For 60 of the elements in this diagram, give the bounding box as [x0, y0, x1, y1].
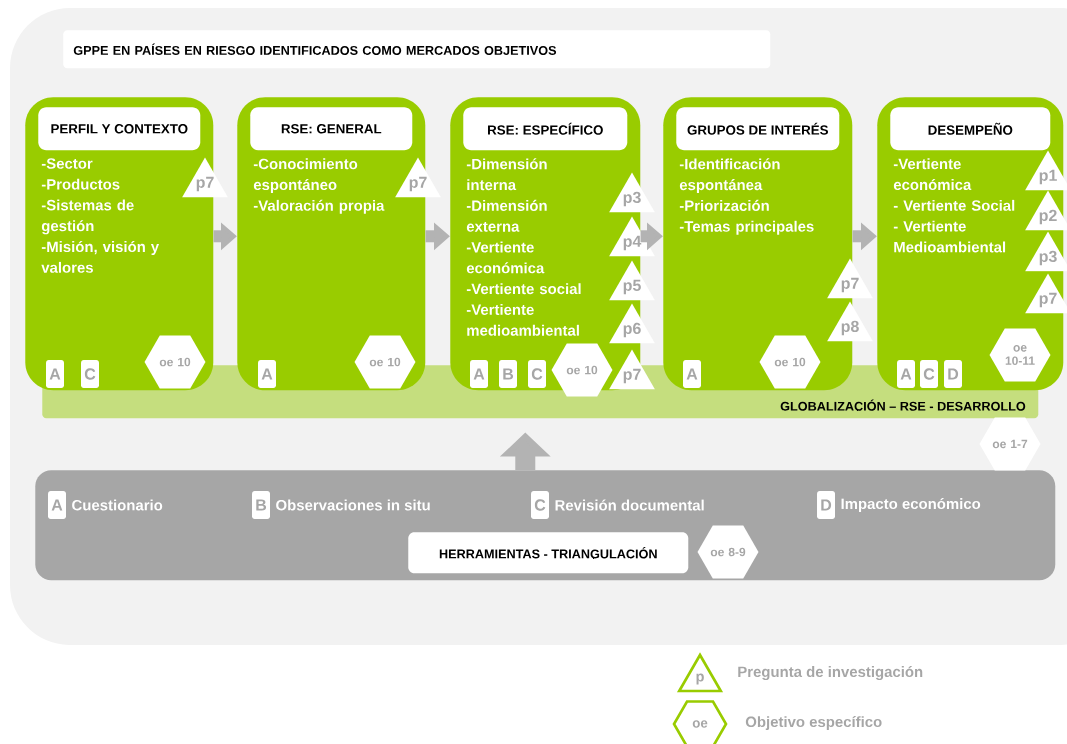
hexagon-badge: oe 10 [354, 335, 416, 389]
letter-badge: A [258, 360, 276, 388]
tool-label: Revisión documental [555, 499, 704, 511]
bullet-list: -Vertiente económica - Vertiente Social - Vertiente Medioambiental [893, 158, 1015, 253]
tool-label: Cuestionario [72, 499, 163, 511]
letter-badge: D [944, 360, 962, 388]
triangle-badge: p6 [609, 303, 655, 344]
heading-box: RSE: ESPECÍFICO [463, 107, 628, 151]
letter-badge: C [528, 360, 546, 388]
node-label: -Sector [41, 158, 93, 169]
triangle-badge: p8 [827, 301, 873, 342]
letter-badge: D [817, 491, 835, 519]
heading-box: GRUPOS DE INTERÉS [676, 107, 840, 151]
triangle-badge: p7 [182, 157, 228, 198]
letter-badge: C [920, 360, 938, 388]
hexagon-badge: oe 10 [759, 335, 821, 389]
bullet-list: -Dimensión interna -Dimensión externa -Vertiente económica -Vertiente social -Vertiente medioambiental [466, 158, 581, 336]
triangle-badge: p7 [827, 258, 873, 299]
heading-box: PERFIL Y CONTEXTO [38, 107, 201, 151]
node-label: -Dimensión externa [466, 199, 547, 232]
triangle-badge: p2 [1025, 190, 1067, 231]
node-label: -Productos [41, 178, 120, 190]
node-label: -Misión, visión y valores [41, 240, 160, 273]
tool-label: Impacto económico [841, 498, 981, 513]
legend-label: Objetivo específico [745, 716, 882, 731]
tool-label: Observaciones in situ [276, 499, 430, 511]
triangle-badge: p7 [609, 349, 655, 390]
triangle-badge: p3 [609, 172, 655, 213]
heading-box: HERRAMIENTAS - TRIANGULACIÓN [408, 532, 689, 574]
hexagon-badge: oe 8-9 [697, 525, 759, 579]
letter-badge: A [470, 360, 488, 388]
node-label: -Vertiente social [466, 283, 581, 295]
triangle-badge: p7 [395, 157, 441, 198]
bullet-list: -Sector -Productos -Sistemas de gestión -Misión, visión y valores [41, 158, 159, 273]
letter-badge: C [81, 360, 99, 388]
letter-badge: A [46, 360, 64, 388]
band-label: GLOBALIZACIÓN – RSE - DESARROLLO [780, 399, 1026, 411]
triangle-badge: p1 [1025, 150, 1067, 191]
triangle-badge: p5 [609, 260, 655, 301]
triangle-badge: p3 [1025, 231, 1067, 272]
letter-badge: C [531, 491, 549, 519]
letter-badge: B [252, 491, 270, 519]
node-label: -Vertiente económica [466, 241, 545, 274]
letter-badge: A [48, 491, 66, 519]
letter-badge: A [683, 360, 701, 388]
triangle-badge: p7 [1025, 273, 1067, 314]
hexagon-badge: oe 10 [144, 335, 206, 389]
letter-badge: A [897, 360, 915, 388]
hexagon-badge: oe 1-7 [979, 417, 1041, 471]
hexagon-badge: oe 10-11 [989, 328, 1051, 382]
node-label: -Dimensión interna [466, 158, 547, 191]
bullet-list: -Identificación espontánea -Priorización -Temas principales [679, 158, 814, 235]
node-label: -Vertiente medioambiental [466, 304, 579, 336]
letter-badge: B [499, 360, 517, 388]
hexagon-badge: oe 10 [551, 343, 613, 397]
bullet-list: -Conocimiento espontáneo -Valoración propia [253, 158, 385, 214]
heading-box: RSE: GENERAL [250, 107, 413, 151]
node-label: -Sistemas de gestión [41, 199, 134, 235]
title-box: GPPE EN PAÍSES EN RIESGO IDENTIFICADOS COMO MERCADOS OBJETIVOS [63, 30, 771, 69]
legend-label: Pregunta de investigación [738, 665, 923, 681]
